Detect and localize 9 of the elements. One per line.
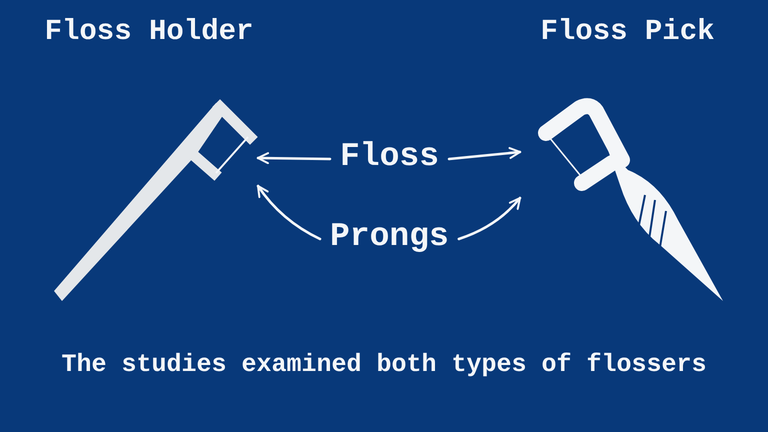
part-label: Prongs bbox=[330, 217, 449, 257]
leader-arrow bbox=[458, 196, 522, 240]
leader-arrow bbox=[448, 147, 522, 160]
heading: Floss Holder bbox=[44, 15, 254, 48]
heading: Floss Pick bbox=[539, 15, 716, 48]
leader-arrow bbox=[256, 152, 332, 164]
caption: The studies examined both types of flossers bbox=[60, 350, 708, 379]
leader-arrow bbox=[256, 184, 322, 240]
part-label: Floss bbox=[340, 137, 440, 177]
